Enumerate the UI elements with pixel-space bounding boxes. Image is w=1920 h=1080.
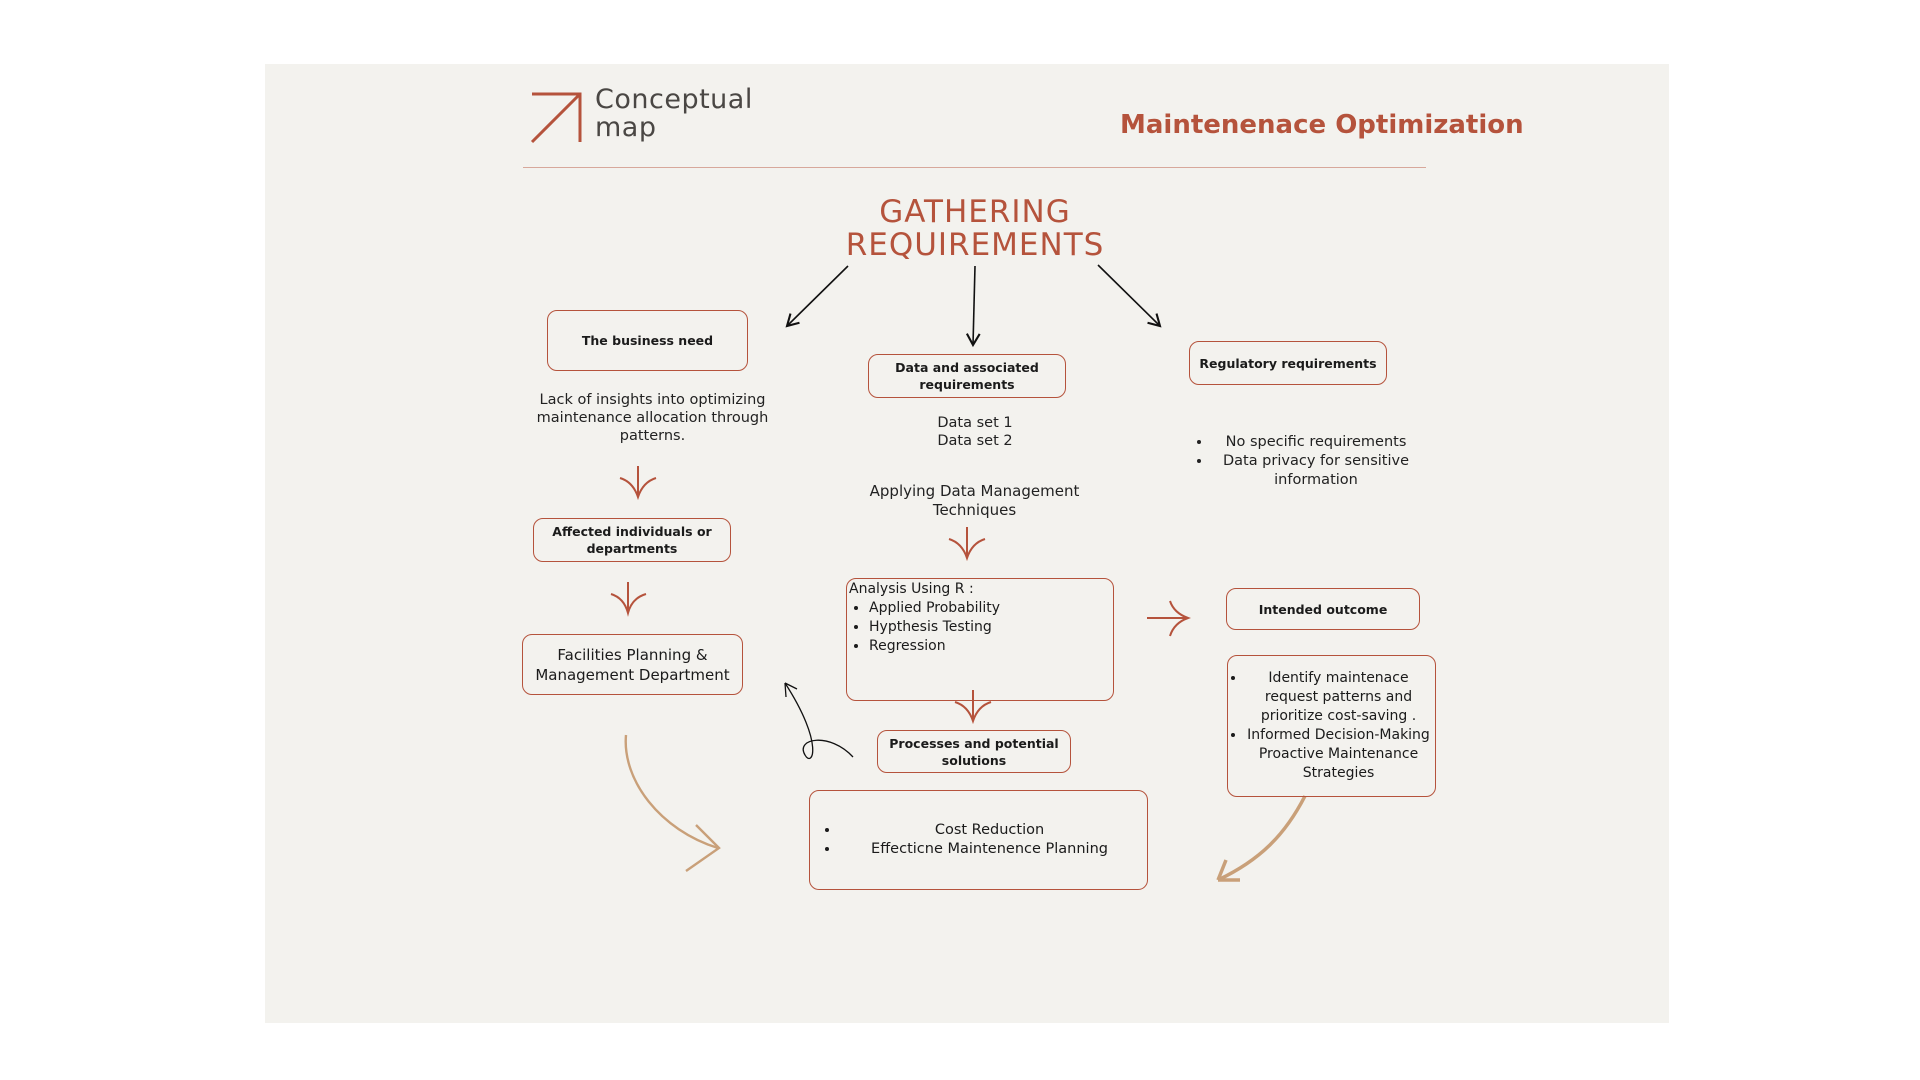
business-need-box: The business need — [547, 310, 748, 371]
outcome-box: Identify maintenace request patterns and… — [1227, 655, 1436, 797]
logo-line-1: Conceptual — [595, 84, 753, 115]
heading-arrow-left — [785, 265, 849, 328]
data-requirements-box: Data and associated requirements — [868, 354, 1066, 398]
heading-arrow-center — [965, 265, 981, 348]
page-title: Maintenenace Optimization — [1120, 110, 1524, 140]
heading-line-2: REQUIREMENTS — [845, 227, 1105, 263]
heading-arrow-right — [1097, 264, 1162, 328]
techniques-text: Applying Data Management Techniques — [869, 482, 1080, 519]
outcome-list: Identify maintenace request patterns and… — [1228, 669, 1435, 783]
analysis-item: Hypthesis Testing — [869, 618, 1000, 637]
outcome-item: Informed Decision-Making Proactive Maint… — [1246, 726, 1431, 783]
logo-line-2: map — [595, 112, 657, 143]
regulatory-item: No specific requirements — [1212, 433, 1420, 452]
down-arrow-4 — [954, 690, 992, 725]
curved-arrow-right — [1216, 795, 1307, 882]
business-need-text: Lack of insights into optimizing mainten… — [536, 392, 769, 444]
regulatory-list: No specific requirements Data privacy fo… — [1190, 433, 1420, 490]
data-requirements-label: Data and associated requirements — [895, 360, 1039, 392]
down-arrow-2 — [610, 582, 647, 617]
arrow-up-right-icon — [530, 92, 582, 144]
data-set-2: Data set 2 — [937, 433, 1013, 449]
intended-outcome-box: Intended outcome — [1226, 588, 1420, 630]
down-arrow-1 — [619, 466, 657, 501]
heading-line-1: GATHERING — [879, 194, 1071, 230]
processes-label: Processes and potential solutions — [889, 735, 1059, 768]
data-sets: Data set 1 Data set 2 — [900, 414, 1050, 450]
regulatory-item: Data privacy for sensitive information — [1212, 452, 1420, 490]
affected-box: Affected individuals or departments — [533, 518, 731, 562]
intended-outcome-label: Intended outcome — [1258, 601, 1388, 617]
processes-box: Processes and potential solutions — [877, 730, 1071, 773]
department-label: Facilities Planning & Management Departm… — [535, 645, 730, 684]
logo-text: Conceptual map — [595, 86, 753, 142]
regulatory-list-wrap: No specific requirements Data privacy fo… — [1190, 433, 1420, 490]
outcome-item: Identify maintenace request patterns and… — [1246, 669, 1431, 726]
solution-item: Cost Reduction — [840, 821, 1140, 840]
department-box: Facilities Planning & Management Departm… — [522, 634, 743, 695]
regulatory-box: Regulatory requirements — [1189, 341, 1387, 385]
curly-arrow — [784, 682, 854, 760]
analysis-item: Applied Probability — [869, 599, 1000, 618]
regulatory-label: Regulatory requirements — [1199, 355, 1377, 371]
analysis-title: Analysis Using R : — [849, 581, 974, 597]
data-set-1: Data set 1 — [937, 415, 1013, 431]
header-divider — [523, 167, 1426, 168]
analysis-box: Analysis Using R : Applied Probability H… — [846, 578, 1114, 701]
solution-item: Effecticne Maintenence Planning — [840, 840, 1140, 859]
right-arrow — [1147, 600, 1191, 637]
affected-label: Affected individuals or departments — [552, 524, 712, 556]
down-arrow-3 — [948, 527, 986, 562]
main-heading: GATHERING REQUIREMENTS — [760, 196, 1190, 262]
solutions-list: Cost Reduction Effecticne Maintenence Pl… — [818, 821, 1140, 859]
solutions-box: Cost Reduction Effecticne Maintenence Pl… — [809, 790, 1148, 890]
analysis-list: Applied Probability Hypthesis Testing Re… — [847, 599, 1000, 656]
analysis-item: Regression — [869, 637, 1000, 656]
business-need-label: The business need — [581, 333, 714, 348]
curved-arrow-left — [624, 734, 721, 872]
